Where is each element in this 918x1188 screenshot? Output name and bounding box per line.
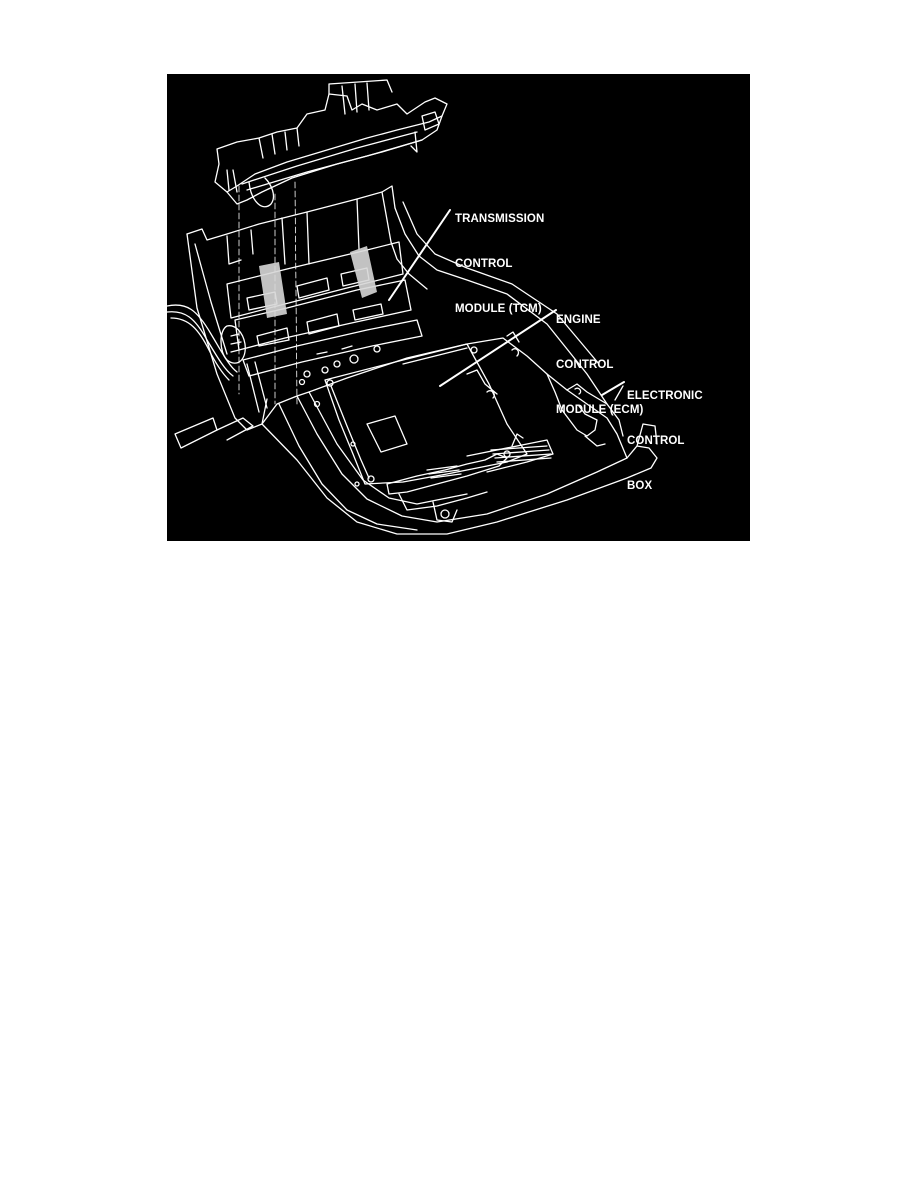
component-location-diagram: TRANSMISSION CONTROL MODULE (TCM) ENGINE… bbox=[167, 74, 750, 541]
line-art-illustration bbox=[167, 79, 658, 535]
ecm-leader-line bbox=[439, 309, 557, 387]
leader-lines bbox=[388, 209, 625, 396]
callout-ecm-line-2: CONTROL bbox=[556, 359, 614, 371]
ecm-module-drawing bbox=[298, 343, 528, 485]
electronic-control-box-drawing bbox=[261, 331, 658, 535]
callout-tcm-line-1: TRANSMISSION bbox=[455, 213, 545, 225]
callout-ecb-line-3: BOX bbox=[627, 480, 653, 492]
callout-tcm-line-3: MODULE (TCM) bbox=[455, 303, 542, 315]
callout-ecb-line-1: ELECTRONIC bbox=[627, 390, 703, 402]
foam-pads bbox=[259, 246, 377, 318]
callout-ecm-line-3: MODULE (ECM) bbox=[556, 404, 644, 416]
box-cover-drawing bbox=[214, 79, 448, 208]
callout-ecm: ENGINE CONTROL MODULE (ECM) bbox=[556, 283, 643, 448]
tcm-leader-line bbox=[388, 209, 451, 301]
callout-electronic-control-box: ELECTRONIC CONTROL BOX bbox=[627, 359, 703, 524]
callout-ecb-line-2: CONTROL bbox=[627, 435, 685, 447]
callout-ecm-line-1: ENGINE bbox=[556, 314, 601, 326]
callout-tcm: TRANSMISSION CONTROL MODULE (TCM) bbox=[455, 182, 544, 347]
ecb-leader-line bbox=[601, 381, 625, 396]
wire-harness-left bbox=[167, 304, 268, 449]
callout-tcm-line-2: CONTROL bbox=[455, 258, 513, 270]
ecm-connector-harness bbox=[350, 433, 554, 523]
